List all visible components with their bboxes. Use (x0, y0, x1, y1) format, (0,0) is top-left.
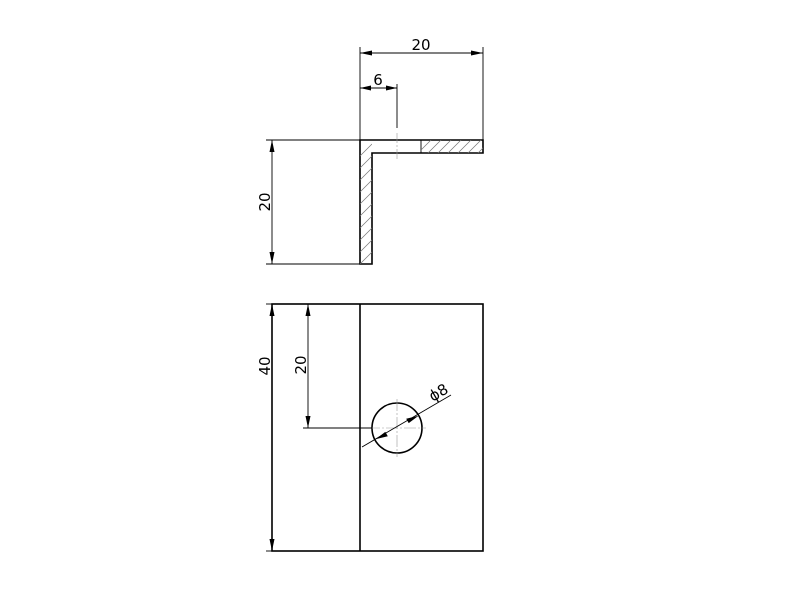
dim-text-top-height: 20 (256, 192, 274, 211)
dimension-offset-6: 6 (360, 71, 398, 128)
dimension-front-height: 40 (256, 303, 275, 552)
dim-text-front-height: 40 (256, 356, 274, 375)
l-section-profile (359, 139, 484, 265)
hole-8 (368, 399, 426, 457)
dim-text-hole-offset: 20 (292, 355, 310, 374)
dim-text-hole-diameter: ϕ8 (426, 380, 452, 405)
plate-outline (271, 303, 484, 552)
dimension-hole-diameter: ϕ8 (361, 380, 452, 448)
dimension-top-width: 20 (359, 36, 484, 140)
front-view: 40 20 ϕ8 (256, 303, 484, 552)
dimension-hole-offset: 20 (292, 303, 372, 429)
top-view: 20 6 20 (256, 36, 484, 265)
dim-text-offset: 6 (373, 71, 383, 89)
section-hatch-horizontal (421, 140, 483, 153)
section-hatch-vertical (360, 143, 372, 264)
dim-text-top-width: 20 (411, 36, 430, 54)
dimension-top-height: 20 (256, 139, 360, 265)
